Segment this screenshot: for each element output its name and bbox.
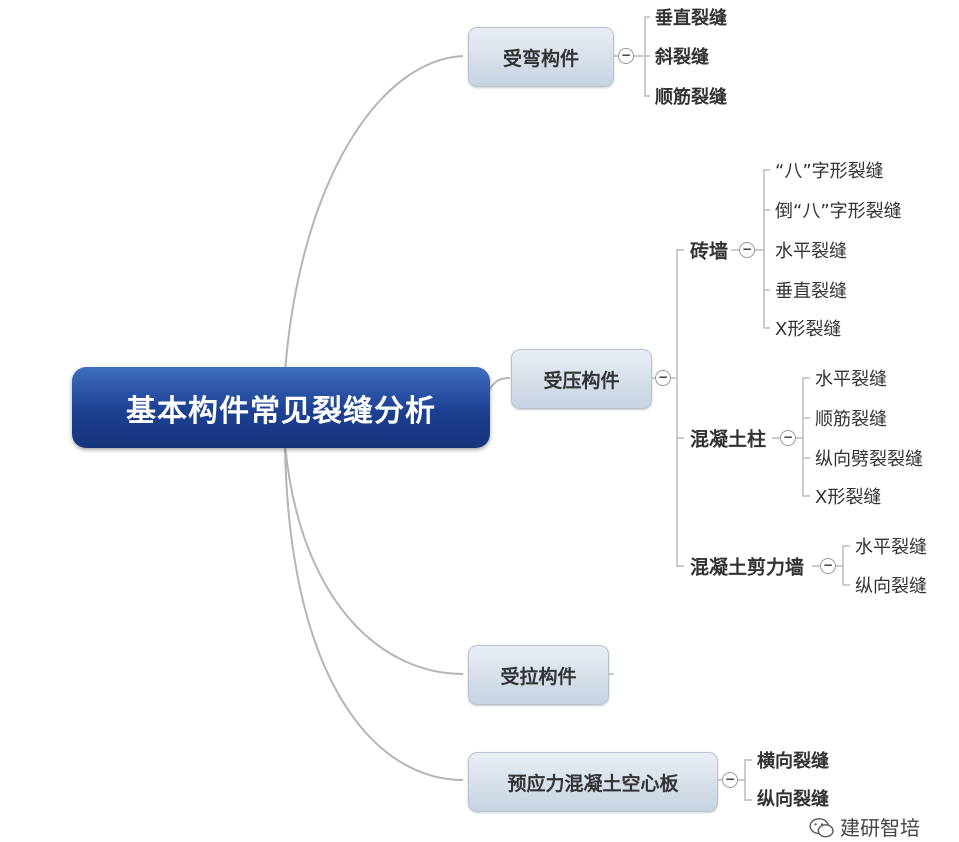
leaf-node[interactable]: 纵向裂缝 (855, 576, 927, 597)
leaf-node[interactable]: 垂直裂缝 (775, 281, 847, 302)
leaf-node[interactable]: 纵向裂缝 (757, 789, 829, 810)
collapse-toggle[interactable]: − (820, 558, 836, 574)
leaf-node[interactable]: 横向裂缝 (757, 751, 829, 772)
leaf-node[interactable]: 顺筋裂缝 (655, 87, 727, 108)
branch-flexural-members[interactable]: 受弯构件 (468, 27, 614, 87)
branch-prestressed-slab[interactable]: 预应力混凝土空心板 (468, 752, 718, 812)
connector-root-tension (284, 444, 464, 675)
collapse-toggle[interactable]: − (722, 772, 738, 788)
leaf-node[interactable]: 水平裂缝 (775, 241, 847, 262)
leaf-node[interactable]: 垂直裂缝 (655, 8, 727, 29)
collapse-toggle[interactable]: − (780, 430, 796, 446)
collapse-toggle[interactable]: − (618, 48, 634, 64)
root-node[interactable]: 基本构件常见裂缝分析 (72, 367, 490, 448)
leaf-node[interactable]: X形裂缝 (775, 319, 842, 340)
wechat-icon (809, 818, 834, 838)
leaf-node[interactable]: 纵向劈裂裂缝 (815, 449, 923, 470)
subnode-shear-wall[interactable]: 混凝土剪力墙 (690, 556, 805, 579)
connector-root-flexural (284, 55, 464, 373)
watermark: 建研智培 (808, 815, 920, 841)
collapse-toggle[interactable]: − (739, 242, 755, 258)
connector-root-compression (487, 377, 511, 393)
branch-compression-members[interactable]: 受压构件 (511, 349, 652, 409)
subnode-brick-wall[interactable]: 砖墙 (690, 240, 729, 263)
leaf-node[interactable]: 顺筋裂缝 (815, 409, 887, 430)
leaf-node[interactable]: 水平裂缝 (855, 537, 927, 558)
leaf-node[interactable]: 倒“八”字形裂缝 (775, 201, 902, 222)
branch-tension-members[interactable]: 受拉构件 (468, 645, 609, 705)
leaf-node[interactable]: 水平裂缝 (815, 369, 887, 390)
leaf-node[interactable]: 斜裂缝 (655, 47, 709, 68)
connector-root-slab (284, 447, 464, 781)
leaf-node[interactable]: X形裂缝 (815, 487, 882, 508)
collapse-toggle[interactable]: − (655, 370, 671, 386)
subnode-concrete-column[interactable]: 混凝土柱 (690, 428, 767, 451)
leaf-node[interactable]: “八”字形裂缝 (775, 161, 884, 182)
watermark-text: 建研智培 (840, 816, 920, 840)
